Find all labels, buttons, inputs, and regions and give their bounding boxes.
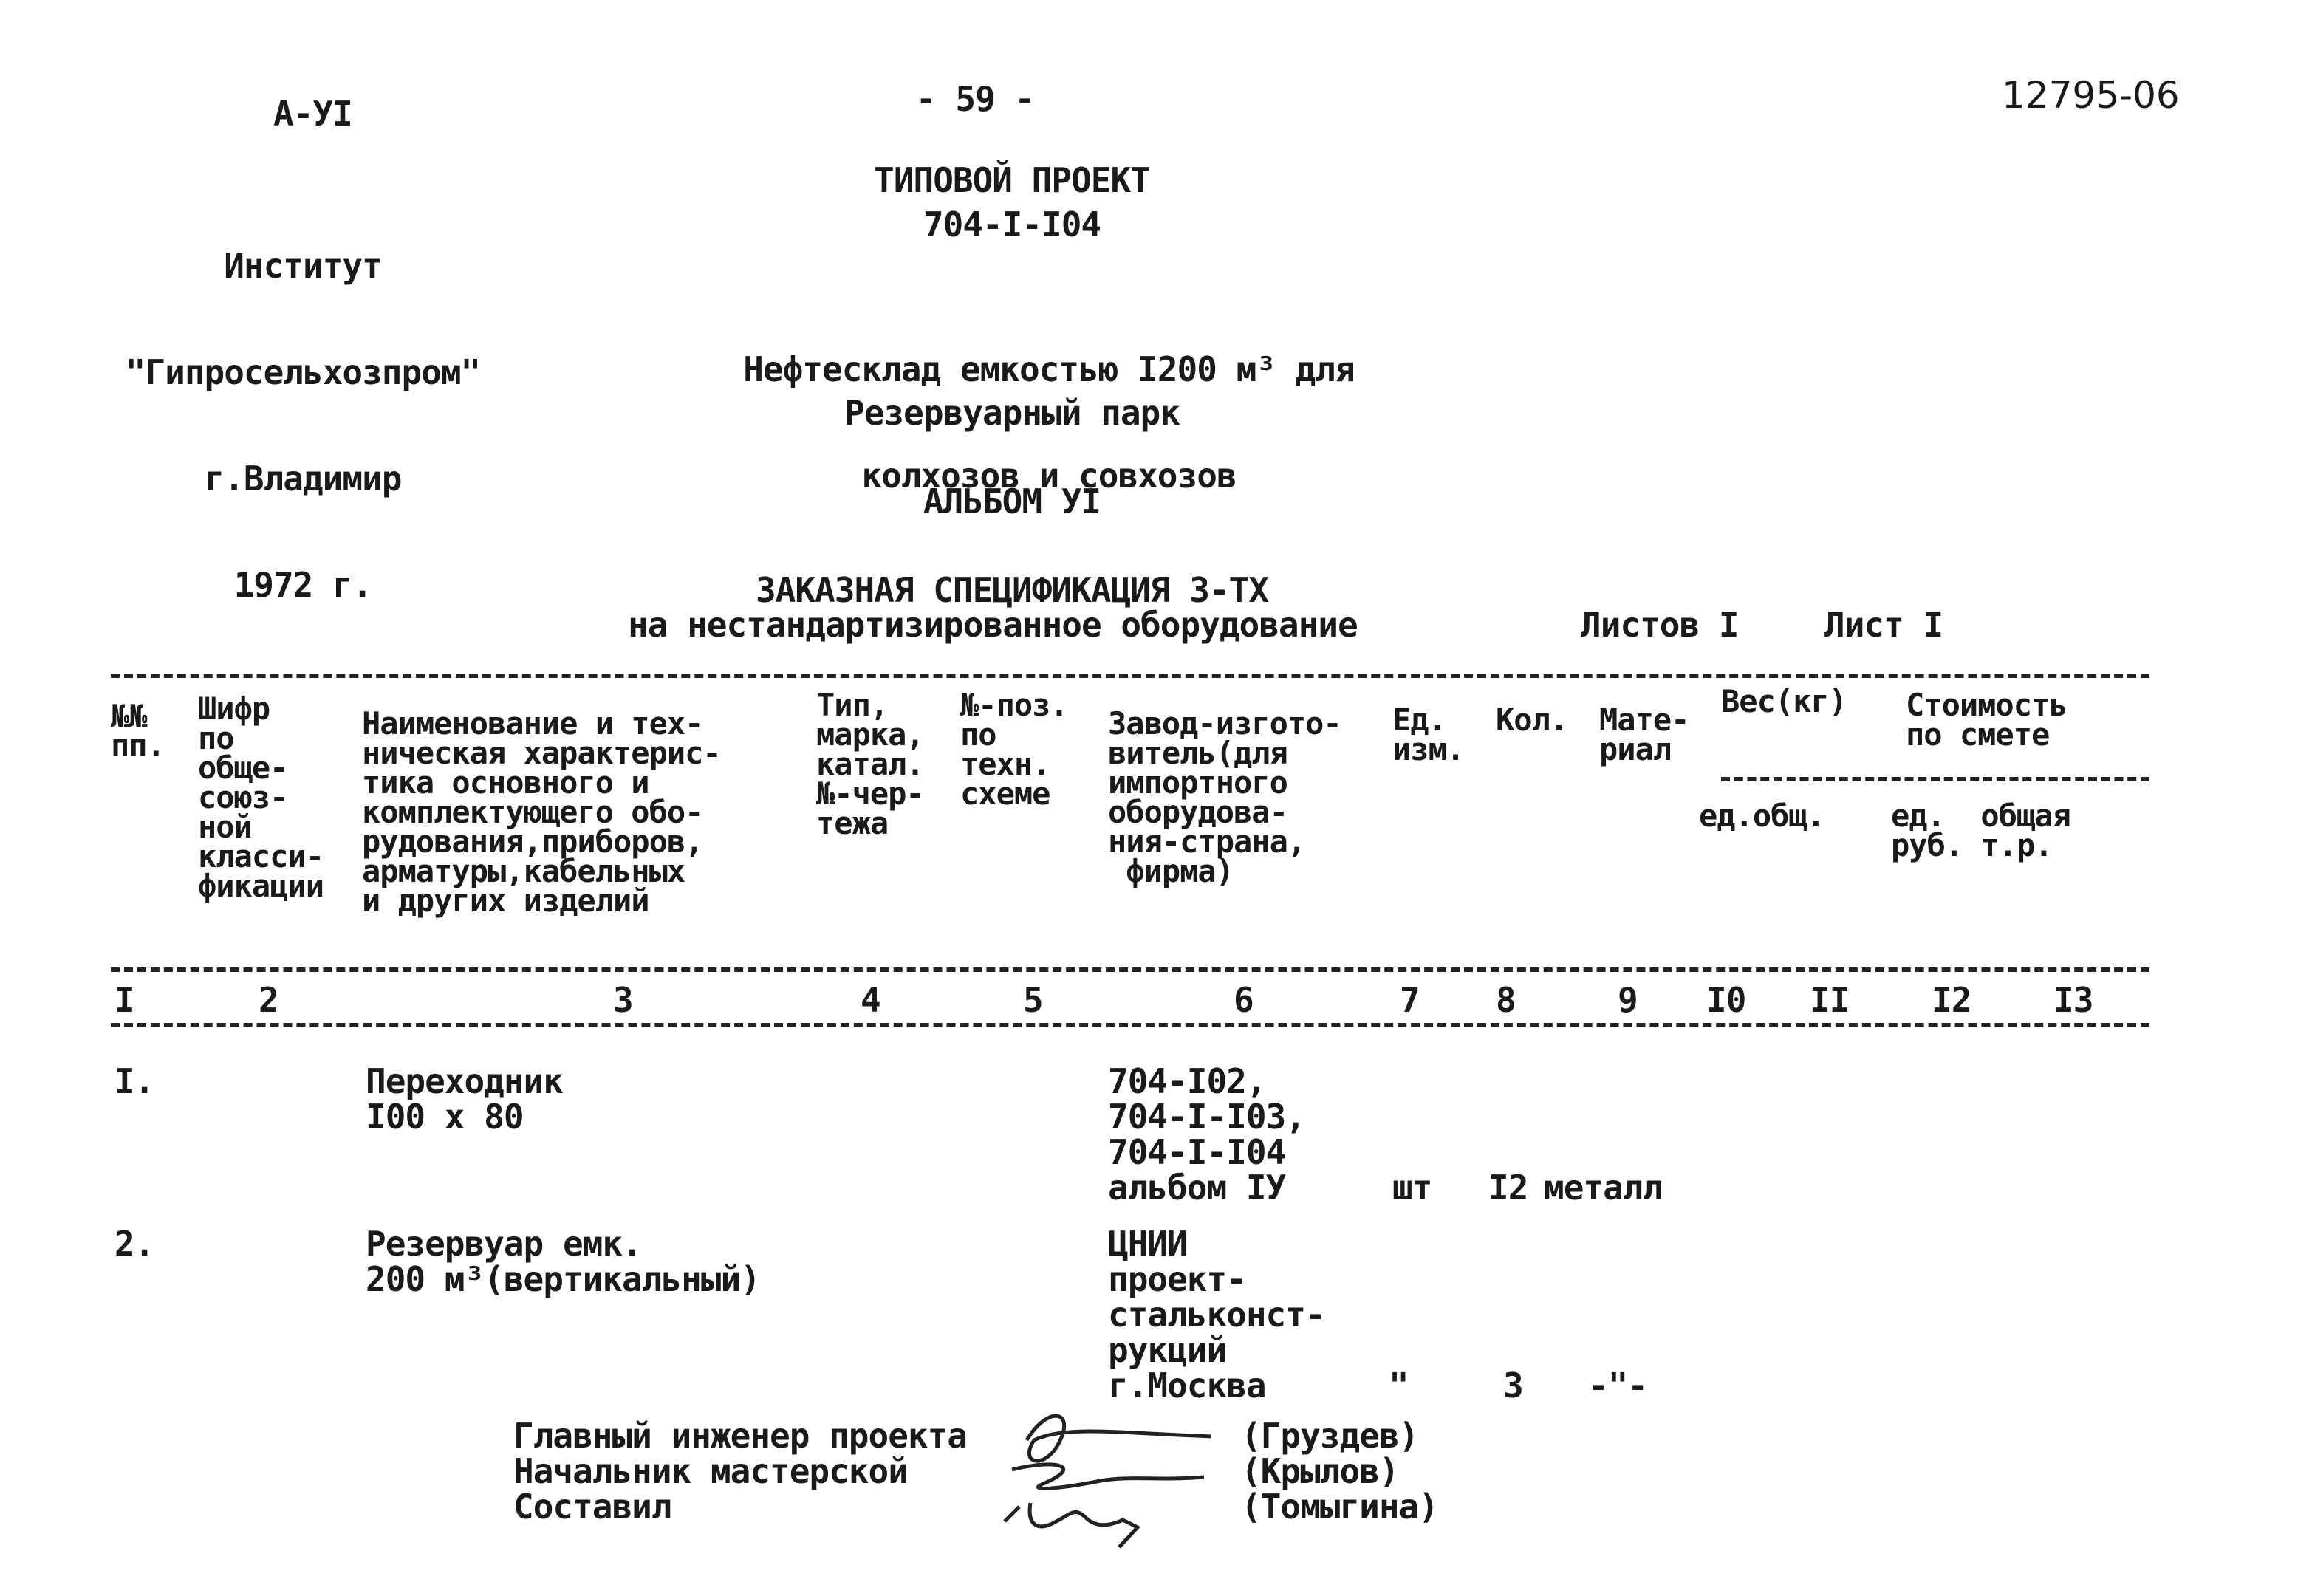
table-header-rule (111, 967, 2149, 972)
column-number-8: 8 (1496, 980, 1516, 1020)
column-number-9: 9 (1618, 980, 1638, 1020)
header-col-number: №№ пп. (111, 698, 165, 764)
page-number: - 59 - (916, 79, 1035, 119)
row-unit: " (1389, 1366, 1409, 1405)
column-number-7: 7 (1400, 980, 1420, 1020)
institute-block: Институт "Гипросельхозпром" г.Владимир 1… (111, 177, 495, 638)
institute-year: 1972 г. (233, 565, 373, 605)
header-col-weight: Вес(кг) (1721, 683, 1847, 719)
row-maker: 704-I02, 704-I-I03, 704-I-I04 альбом IУ (1108, 1061, 1306, 1208)
row-unit: шт (1392, 1168, 1432, 1208)
header-col-name: Наименование и тех- ническая характерис-… (362, 705, 722, 919)
project-title-line2: колхозов и совхозов (861, 456, 1237, 496)
album-code: А-УI (273, 94, 353, 134)
header-col-cost: Стоимость по смете (1906, 687, 2068, 753)
subtitle: Резервуарный парк (844, 393, 1180, 433)
header-col-code: Шифр по обще- союз- ной класси- фикации (198, 691, 324, 904)
sheets-count: Листов I (1581, 605, 1740, 645)
signature-roles: Главный инженер проекта Начальник мастер… (513, 1416, 968, 1527)
row-number: I. (114, 1061, 154, 1101)
header-col-maker: Завод-изгото- витель(для импортного обор… (1108, 705, 1342, 889)
institute-city: г.Владимир (204, 459, 403, 499)
album-title: АЛЬБОМ УI (923, 482, 1101, 521)
institute-org: "Гипросельхозпром" (125, 352, 482, 392)
cost-sub-rule (1721, 777, 2149, 781)
project-title-line1: Нефтесклад емкостью I200 м³ для (743, 349, 1355, 389)
row-item-name: Переходник I00 х 80 (366, 1061, 564, 1137)
handwritten-signatures (1003, 1414, 1212, 1549)
institute-name: Институт (224, 246, 383, 286)
row-material: металл (1544, 1168, 1663, 1208)
column-number-6: 6 (1234, 980, 1254, 1020)
header-col-material: Мате- риал (1599, 702, 1689, 767)
archive-number: 12795-06 (2002, 74, 2180, 117)
header-col-unit: Ед. изм. (1392, 702, 1465, 767)
column-number-3: 3 (613, 980, 634, 1020)
row-number: 2. (114, 1224, 154, 1264)
column-number-10: I0 (1706, 980, 1746, 1020)
signature-names: (Груздев) (Крылов) (Томыгина) (1241, 1416, 1439, 1527)
column-number-4: 4 (861, 980, 881, 1020)
column-number-12: I2 (1932, 980, 1971, 1020)
row-quantity: 3 (1503, 1366, 1524, 1405)
row-item-name: Резервуар емк. 200 м³(вертикальный) (366, 1224, 761, 1299)
header-col-type: Тип, марка, катал. №-чер- тежа (816, 687, 925, 841)
table-top-rule (111, 674, 2149, 678)
column-number-13: I3 (2053, 980, 2093, 1020)
spec-subtitle: на нестандартизированное оборудование (628, 605, 1358, 645)
table-number-rule (111, 1023, 2149, 1027)
column-number-2: 2 (259, 980, 279, 1020)
row-maker: ЦНИИ проект- стальконст- рукций г.Москва (1108, 1224, 1326, 1405)
project-title: Нефтесклад емкостью I200 м³ для колхозов… (628, 281, 1470, 529)
header-col-cost-sub: ед. общая руб. т.р. (1891, 798, 2071, 863)
spec-title: ЗАКАЗНАЯ СПЕЦИФИКАЦИЯ 3-ТХ (755, 570, 1269, 610)
sheet-number: Лист I (1824, 605, 1943, 645)
header-col-quantity: Кол. (1496, 702, 1568, 738)
column-number-1: I (114, 980, 135, 1020)
row-quantity: I2 (1488, 1168, 1528, 1208)
header-col-weight-sub: ед.общ. (1699, 798, 1825, 834)
header-col-position: №-поз. по техн. схеме (960, 687, 1069, 812)
project-code: 704-I-I04 (923, 205, 1101, 244)
column-number-5: 5 (1023, 980, 1044, 1020)
column-number-11: II (1810, 980, 1850, 1020)
project-type: ТИПОВОЙ ПРОЕКТ (874, 160, 1151, 200)
row-material: -"- (1588, 1366, 1648, 1405)
